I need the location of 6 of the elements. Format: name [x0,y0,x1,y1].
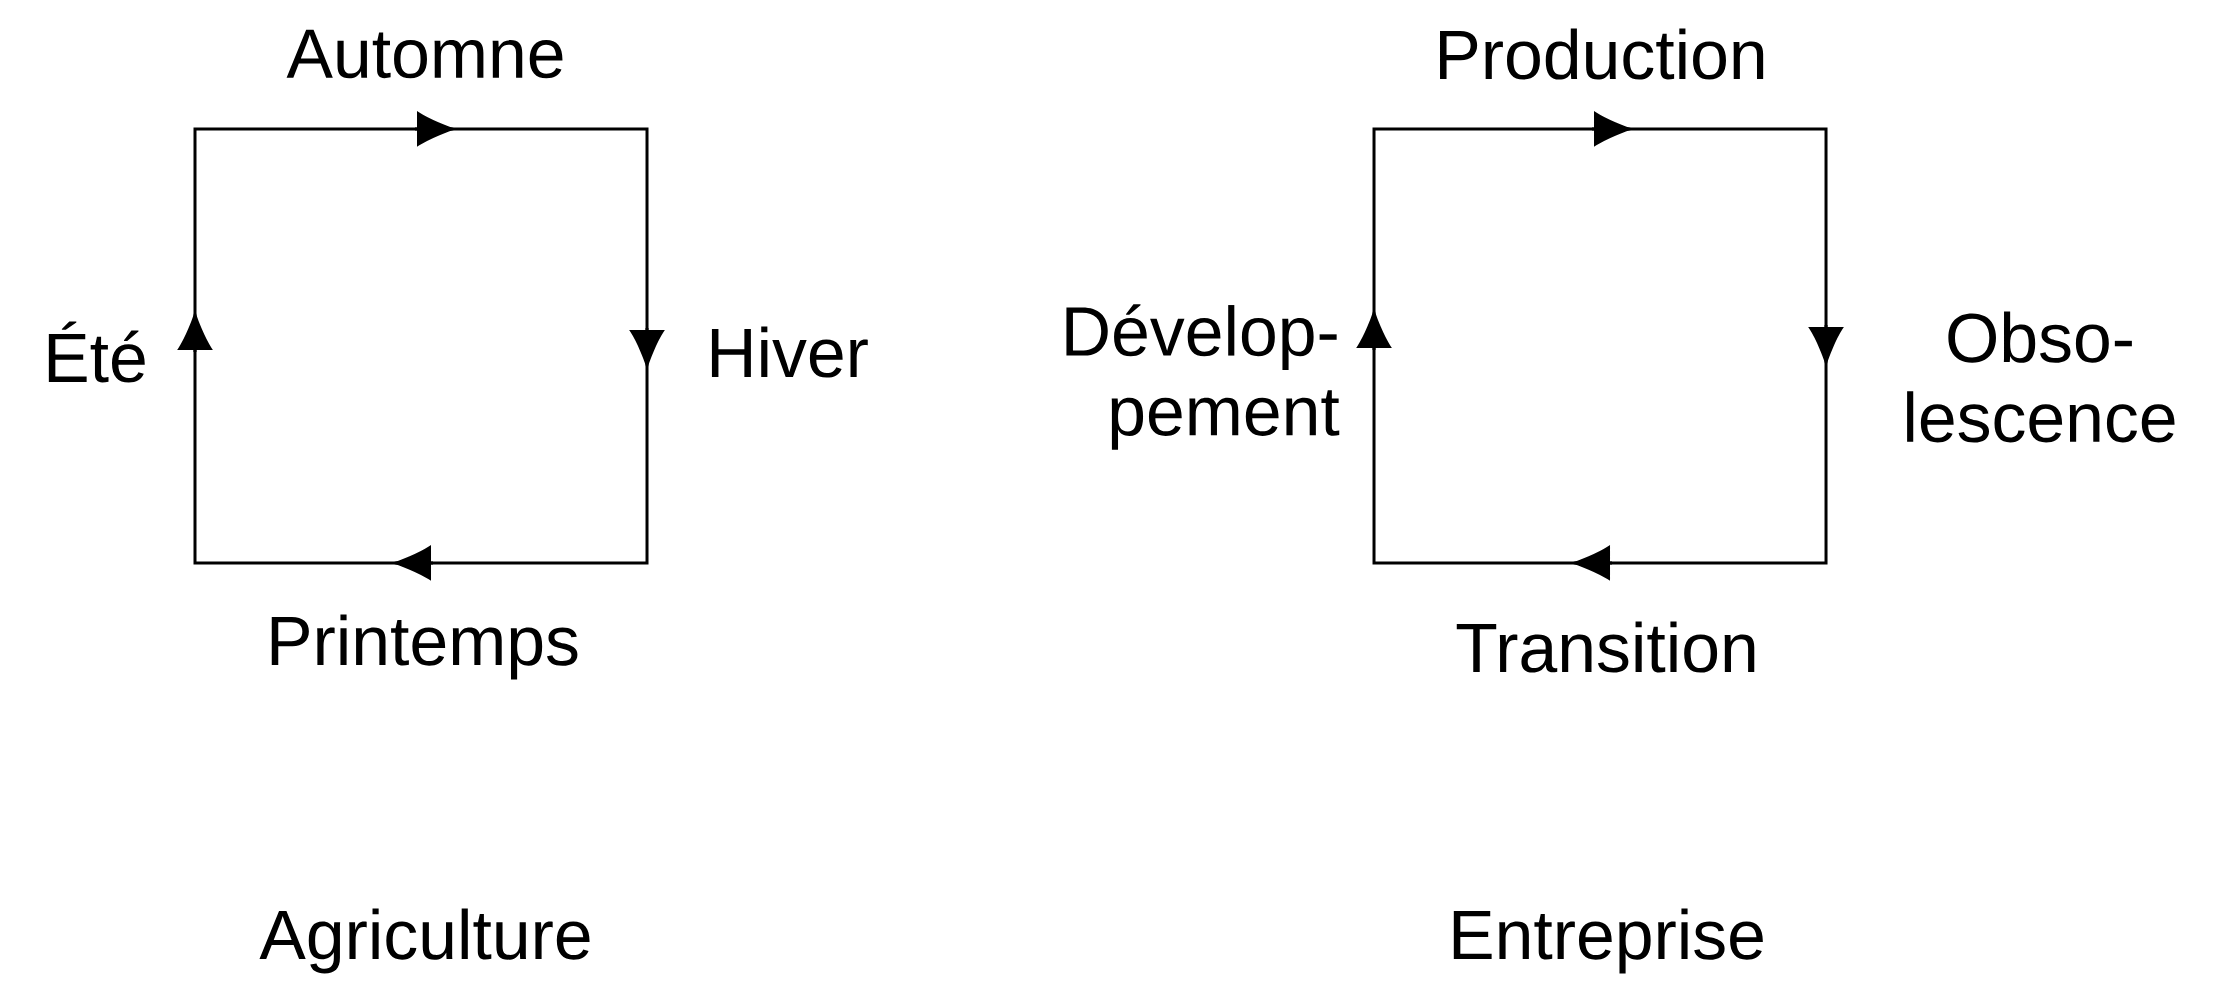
phase-label: Obso- lescence [1907,311,2175,443]
caption-label: Agriculture [259,908,590,974]
cycle-drawing [178,112,664,580]
caption-label: Entreprise [1453,908,1763,974]
phase-label: Hiver [711,326,868,378]
cycle-drawing [1357,112,1843,580]
